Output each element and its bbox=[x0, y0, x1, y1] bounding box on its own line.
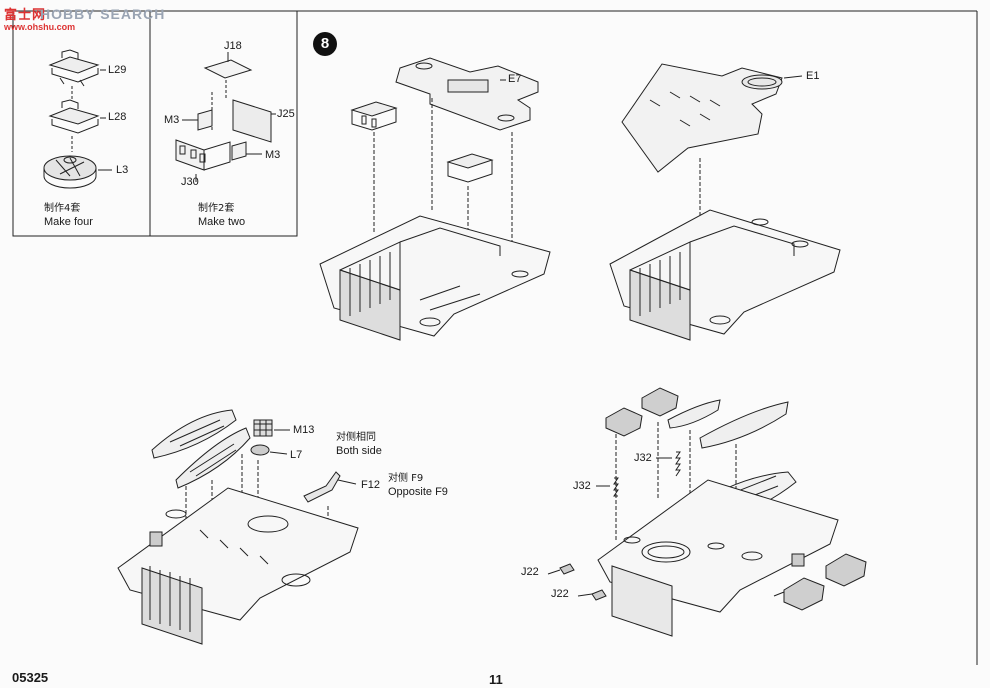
part-l29-drawing bbox=[48, 49, 100, 87]
part-f12-drawing bbox=[303, 471, 341, 503]
label-l29: L29 bbox=[108, 64, 127, 76]
watermark-brand-en: HOBBY SEARCH bbox=[40, 6, 166, 22]
label-j30: J30 bbox=[181, 176, 199, 188]
part-e1-drawing bbox=[621, 63, 783, 173]
inset-frame bbox=[12, 10, 298, 237]
label-j22-upper: J22 bbox=[521, 566, 539, 578]
label-j32-upper: J32 bbox=[634, 452, 652, 464]
part-e7-drawing bbox=[395, 57, 539, 131]
boat-2 bbox=[175, 427, 251, 489]
label-opposite-cn: 对侧 F9 bbox=[388, 473, 424, 484]
label-l7: L7 bbox=[290, 449, 303, 461]
part-j32-spring-2 bbox=[613, 477, 619, 497]
label-both-side-cn: 对侧相同 bbox=[336, 432, 376, 443]
boat-3 bbox=[667, 399, 721, 429]
label-l3: L3 bbox=[116, 164, 129, 176]
label-e1: E1 bbox=[806, 70, 820, 82]
label-j22-lower: J22 bbox=[551, 588, 569, 600]
part-m13-drawing bbox=[253, 419, 273, 437]
turret-3 bbox=[825, 553, 867, 587]
product-code: 05325 bbox=[12, 670, 49, 685]
part-l28-drawing bbox=[48, 99, 100, 134]
caption-make-two: Make two bbox=[198, 216, 246, 228]
label-j18: J18 bbox=[224, 40, 242, 52]
turret-2 bbox=[783, 577, 825, 611]
label-j25: J25 bbox=[277, 108, 295, 120]
watermark-brand-cn: 富士网 bbox=[4, 7, 47, 22]
caption-make-two-cn: 制作2套 bbox=[198, 203, 235, 214]
turret-1 bbox=[605, 407, 643, 437]
caption-make-four-cn: 制作4套 bbox=[44, 203, 81, 214]
label-m3-left: M3 bbox=[164, 114, 180, 126]
label-l28: L28 bbox=[108, 111, 127, 123]
label-f12: F12 bbox=[361, 479, 380, 491]
label-e7: E7 bbox=[508, 73, 522, 85]
label-m3-right: M3 bbox=[265, 149, 281, 161]
label-j32-lower: J32 bbox=[573, 480, 591, 492]
label-m13: M13 bbox=[293, 424, 315, 436]
label-opposite-f9: Opposite F9 bbox=[388, 486, 448, 498]
part-j32-spring-1 bbox=[675, 451, 681, 477]
part-l7-drawing bbox=[250, 444, 270, 456]
label-both-side: Both side bbox=[336, 445, 382, 457]
boat-4 bbox=[699, 401, 789, 449]
step-number: 8 bbox=[313, 32, 337, 56]
watermark-site: www.ohshu.com bbox=[4, 22, 76, 32]
part-l3-drawing bbox=[43, 155, 97, 189]
page-number: 11 bbox=[489, 672, 503, 687]
caption-make-four: Make four bbox=[44, 216, 93, 228]
